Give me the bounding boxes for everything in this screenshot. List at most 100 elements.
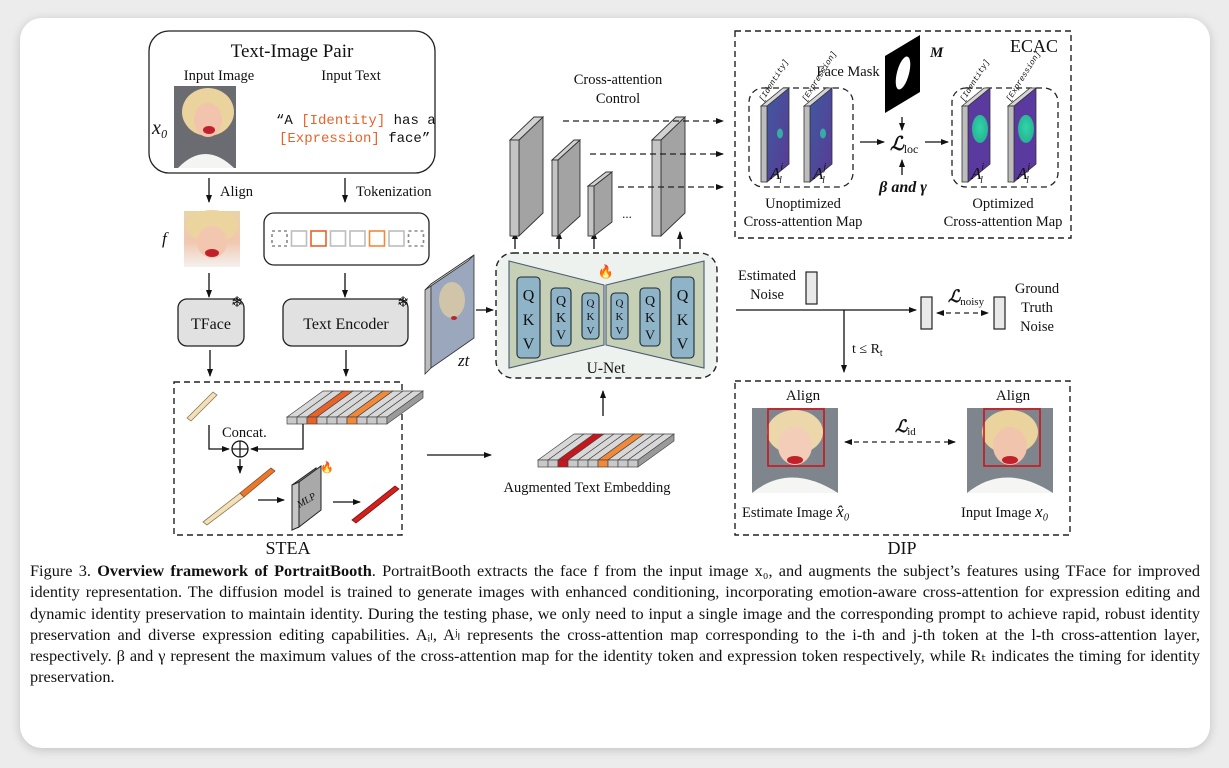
embedding-cell (607, 459, 619, 468)
qkv-letter-q: Q (587, 297, 595, 309)
loss-id: ℒid (895, 417, 916, 438)
loss-loc: ℒloc (890, 134, 918, 156)
face-mask-label: Face Mask (816, 64, 880, 80)
layer-side (551, 159, 559, 237)
qkv-letter-k: K (616, 311, 624, 323)
cross-attention-control-line2: Control (596, 91, 640, 107)
concatenated-bar-text-part (239, 467, 276, 498)
qkv-letter-v: V (587, 325, 595, 337)
embedding-cell (286, 416, 298, 425)
input-image-thumbnail (174, 86, 236, 168)
estimated-noise-line2: Noise (750, 287, 784, 303)
input-image-dip-thumbnail (967, 408, 1053, 493)
text-to-concat-arrow (250, 424, 304, 452)
input-image-label-dip: Input Image x₀ (961, 502, 1049, 521)
qkv-letter-v: V (677, 336, 689, 353)
face-to-concat-arrow (208, 425, 230, 452)
token-cell (329, 230, 347, 247)
mlp-block: MLP 🔥 (291, 461, 334, 531)
qkv-letter-q: Q (523, 287, 535, 304)
prompt-line-2: [Expression] face” (279, 131, 430, 147)
qkv-letter-v: V (616, 325, 624, 337)
embedding-side (386, 390, 424, 425)
align-right-label: Align (996, 388, 1031, 404)
layers-ellipsis: ... (622, 206, 632, 221)
qkv-letter-v: V (645, 329, 655, 344)
estimated-noise-line1: Estimated (738, 268, 797, 284)
token-cells (271, 230, 425, 247)
predicted-noise-bar (920, 296, 933, 330)
embedding-cell (366, 416, 378, 425)
embedding-cell (356, 416, 368, 425)
estimated-noise-bar (805, 271, 818, 305)
concat-label: Concat. (222, 425, 267, 441)
unoptimized-line1: Unoptimized (765, 196, 841, 212)
qkv-letter-v: V (556, 329, 566, 344)
layer-side (587, 185, 595, 237)
trainable-flame-icon: 🔥 (598, 264, 614, 279)
cross-attention-layer (586, 171, 614, 237)
attention-blob (1018, 114, 1034, 143)
embedding-cell (627, 459, 639, 468)
face-feature-bar (186, 391, 218, 422)
qkv-letter-q: Q (616, 297, 624, 309)
layer-side (651, 139, 662, 237)
optimized-map-group (951, 87, 1059, 188)
qkv-letter-k: K (645, 311, 655, 326)
optimized-line2: Cross-attention Map (944, 214, 1063, 230)
qkv-block: QKV (581, 292, 600, 340)
estimate-image-thumbnail (752, 408, 838, 493)
dip-label: DIP (887, 538, 916, 558)
ecac-module: ECAC Face Mask M ℒloc β and γ [Identity]… (734, 30, 1072, 239)
loss-noisy: ℒnoisy (948, 287, 985, 308)
qkv-letter-k: K (556, 311, 566, 326)
text-image-pair-title: Text-Image Pair (231, 41, 354, 62)
cross-attention-layer (550, 138, 582, 238)
token-cell (349, 230, 366, 247)
token-sequence-box (263, 212, 430, 266)
qkv-letter-k: K (587, 311, 595, 323)
text-embedding-slab (285, 390, 425, 425)
text-encoder-label: Text Encoder (303, 316, 389, 333)
m-symbol: M (929, 45, 944, 61)
qkv-block-frame (581, 292, 600, 340)
f-symbol: f (162, 229, 169, 248)
embedding-cell (316, 416, 328, 425)
framework-diagram: Text-Image Pair Input Image Input Text x… (148, 30, 1072, 558)
embedding-cell (587, 459, 599, 468)
embedding-cell (557, 459, 569, 468)
attention-spot (777, 128, 783, 139)
tface-block: TFace ❄ (177, 295, 245, 347)
token-cell (388, 230, 405, 247)
augmented-text-embedding-slab (536, 433, 676, 468)
text-image-pair-box: Text-Image Pair Input Image Input Text x… (148, 30, 436, 174)
attention-map-side (803, 105, 811, 183)
qkv-block: QKV (639, 287, 661, 347)
embedding-cell (376, 416, 388, 425)
unoptimized-line2: Cross-attention Map (744, 214, 863, 230)
qkv-block-frame (670, 276, 695, 359)
tface-label: TFace (191, 316, 231, 333)
ground-truth-line2: Truth (1021, 300, 1053, 316)
input-text-label: Input Text (321, 68, 381, 84)
embedding-cell (547, 459, 559, 468)
token-cell (271, 230, 288, 247)
aligned-face-thumbnail (184, 210, 240, 267)
embedding-cell (617, 459, 629, 468)
align-label: Align (220, 184, 254, 200)
unoptimized-map-group (748, 87, 854, 188)
figure-caption: Figure 3. Overview framework of Portrait… (30, 560, 1200, 688)
face-align-box (983, 408, 1041, 467)
qkv-block: QKV (670, 276, 695, 359)
token-cell (368, 230, 386, 247)
stea-label: STEA (266, 538, 311, 558)
embedding-cell (306, 416, 318, 425)
unet-label: U-Net (587, 360, 626, 377)
